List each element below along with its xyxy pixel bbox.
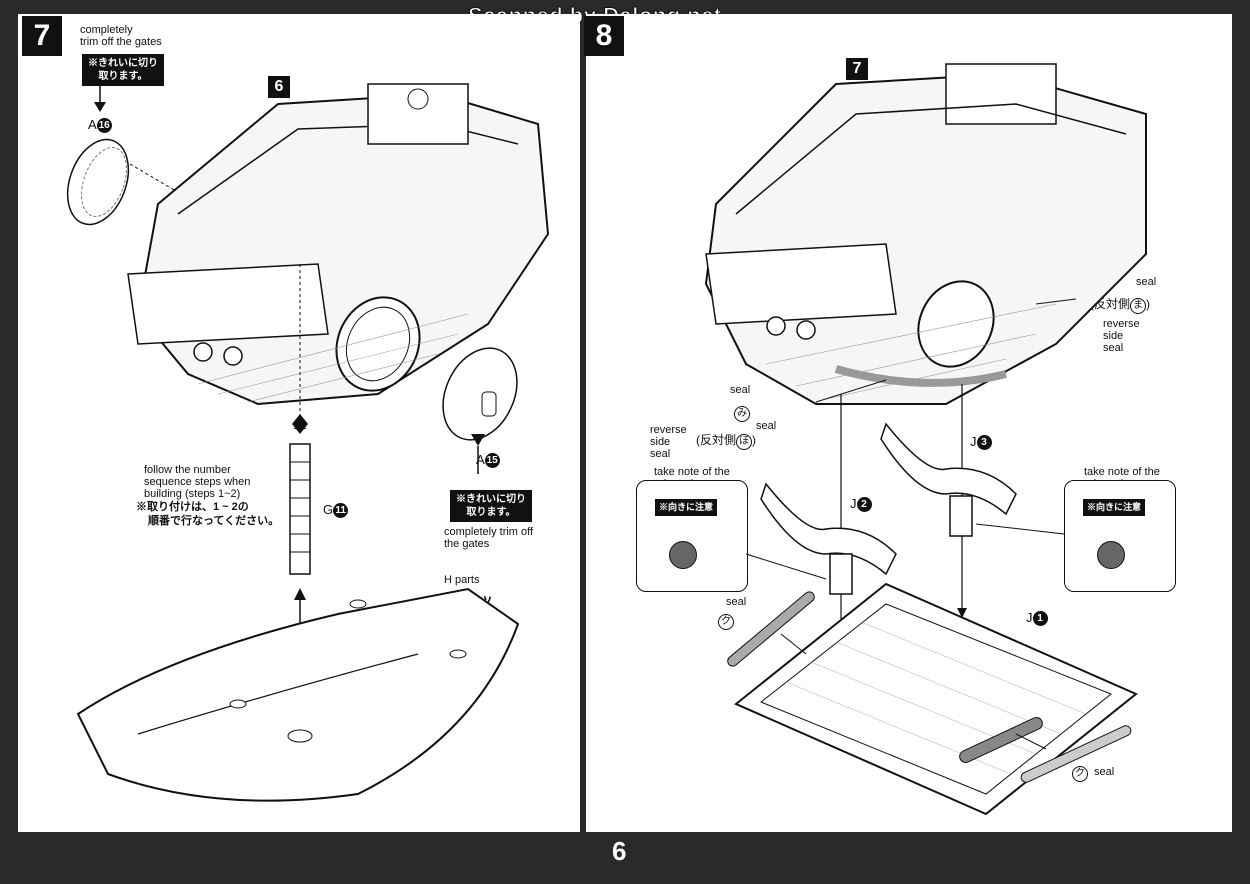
seal-code-ku-bottom: ク <box>1072 766 1088 782</box>
part-number-badge: 11 <box>333 503 349 519</box>
orientation-callout-left: ※向きに注意 <box>636 480 748 592</box>
seal-label-ku-top: seal <box>726 596 747 608</box>
sequence-note-jp: ※取り付けは、1 ~ 2の <box>136 501 249 513</box>
orientation-callout-right: ※向きに注意 <box>1064 480 1176 592</box>
part-number-badge: 1 <box>1032 611 1048 627</box>
seal-label-ku-bottom: seal <box>1094 766 1115 778</box>
gate-note-en-right: completely trim off the gates <box>444 526 534 550</box>
seal-code-mi-row: み <box>734 406 750 422</box>
part-number-badge: 16 <box>96 118 112 134</box>
sequence-note-jp-line2: 順番で行なってください。 <box>148 515 280 527</box>
gate-note-jp-right: ※きれいに切り 取ります。 <box>450 490 532 522</box>
step-number-8: 8 <box>584 16 624 56</box>
seal-code-ku-top-row: ク <box>718 614 734 630</box>
reverse-side-seal-left: reverse side seal <box>650 424 687 460</box>
seal-code-ku-top: ク <box>718 614 734 630</box>
seal-code-ho: ほ <box>736 434 752 450</box>
step-number-7: 7 <box>22 16 62 56</box>
page-number: 6 <box>612 836 627 866</box>
peg-diagram-right <box>1097 541 1125 569</box>
part-number-badge: 15 <box>484 453 500 469</box>
part-number-badge: 2 <box>856 497 872 513</box>
part-number-badge: 3 <box>976 435 992 451</box>
step-7-panel: 7 completely trim off the gates ※きれいに切り … <box>18 14 580 832</box>
sequence-note-en: follow the number sequence steps when bu… <box>144 464 251 500</box>
seal-mi-en: seal <box>756 420 777 432</box>
orientation-note-left-jp: ※向きに注意 <box>655 499 718 516</box>
seal-code-ku-bottom-row: ク <box>1072 766 1088 782</box>
seal-label-mi: seal <box>730 384 751 396</box>
seal-label-ma: seal <box>1136 276 1157 288</box>
sub-step-7: 7 <box>846 58 868 80</box>
step-8-illustration <box>704 63 1147 816</box>
gate-note-jp-top: ※きれいに切り 取ります。 <box>82 54 164 86</box>
gate-note-en-top: completely trim off the gates <box>80 24 162 48</box>
seal-code-mi: み <box>734 406 750 422</box>
peg-diagram-left <box>669 541 697 569</box>
step-7-illustration <box>66 83 550 802</box>
reverse-side-seal-right: reverse side seal <box>1103 318 1140 354</box>
orientation-note-right-jp: ※向きに注意 <box>1083 499 1146 516</box>
sub-step-6: 6 <box>268 76 290 98</box>
h-parts-en: H parts <box>444 574 480 586</box>
seal-codes-ho: (反対側ほ) <box>696 434 756 450</box>
seal-code-ma: ま <box>1130 298 1146 314</box>
